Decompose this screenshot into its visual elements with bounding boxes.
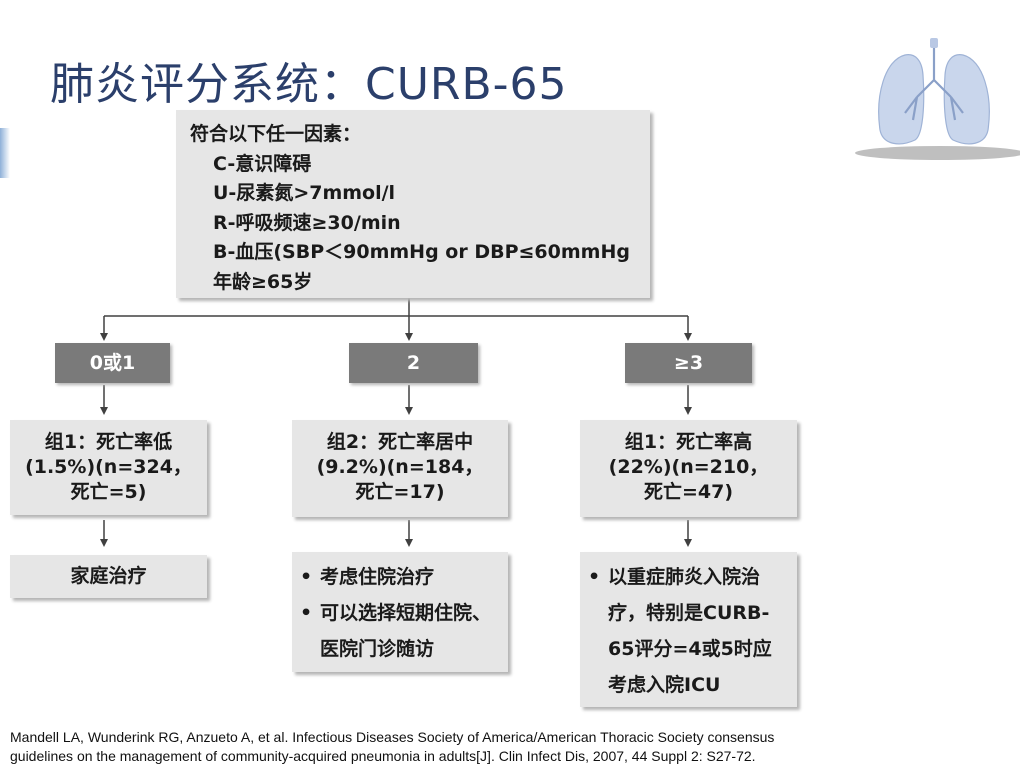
group-low-line1: 组1：死亡率低: [44, 431, 173, 453]
citation-footer: Mandell LA, Wunderink RG, Anzueto A, et …: [10, 728, 1010, 766]
criteria-box: 符合以下任一因素： C-意识障碍 U-尿素氮>7mmol/l R-呼吸频速≥30…: [176, 110, 650, 298]
score-box-3-plus: ≥3: [625, 343, 752, 383]
score-box-0-1: 0或1: [55, 343, 170, 383]
left-accent-bar: [0, 128, 10, 178]
group-box-mid: 组2：死亡率居中 (9.2%)(n=184， 死亡=17): [292, 420, 508, 517]
bullet-icon: •: [300, 566, 313, 588]
group-mid-line2: (9.2%)(n=184，: [316, 456, 484, 478]
recommendation-mid-text: 可以选择短期住院、医院门诊随访: [320, 602, 492, 660]
criteria-item-r: R-呼吸频速≥30/min: [213, 211, 401, 234]
group-high-line3: 死亡=47): [643, 481, 734, 503]
recommendation-mid-text: 考虑住院治疗: [320, 566, 435, 588]
criteria-item-c: C-意识障碍: [213, 152, 312, 175]
score-box-2: 2: [349, 343, 478, 383]
criteria-heading: 符合以下任一因素：: [190, 123, 362, 145]
citation-line-2: guidelines on the management of communit…: [10, 748, 756, 764]
group-mid-line3: 死亡=17): [355, 481, 445, 503]
group-low-line2: (1.5%)(n=324，: [25, 456, 192, 478]
recommendation-box-mid: • 考虑住院治疗 • 可以选择短期住院、医院门诊随访: [292, 552, 508, 672]
group-box-high: 组1：死亡率高 (22%)(n=210， 死亡=47): [580, 420, 797, 517]
recommendation-mid-item: • 可以选择短期住院、医院门诊随访: [300, 595, 500, 667]
group-mid-line1: 组2：死亡率居中: [326, 431, 474, 453]
criteria-item-b: B-血压(SBP＜90mmHg or DBP≤60mmHg: [213, 241, 630, 263]
group-high-line2: (22%)(n=210，: [608, 456, 769, 478]
recommendation-high-item: • 以重症肺炎入院治疗，特别是CURB-65评分=4或5时应考虑入院ICU: [588, 559, 789, 703]
group-low-line3: 死亡=5): [70, 481, 147, 503]
recommendation-mid-item: • 考虑住院治疗: [300, 559, 500, 595]
lungs-icon: [855, 38, 1020, 160]
recommendation-high-text: 以重症肺炎入院治疗，特别是CURB-65评分=4或5时应考虑入院ICU: [608, 566, 772, 696]
bullet-icon: •: [588, 566, 601, 588]
group-box-low: 组1：死亡率低 (1.5%)(n=324， 死亡=5): [10, 420, 207, 515]
citation-line-1: Mandell LA, Wunderink RG, Anzueto A, et …: [10, 729, 775, 745]
bullet-icon: •: [300, 602, 313, 624]
group-high-line1: 组1：死亡率高: [624, 431, 753, 453]
recommendation-box-low: 家庭治疗: [10, 555, 207, 598]
recommendation-box-high: • 以重症肺炎入院治疗，特别是CURB-65评分=4或5时应考虑入院ICU: [580, 552, 797, 707]
criteria-item-age: 年龄≥65岁: [213, 270, 313, 293]
page-title: 肺炎评分系统：CURB-65: [50, 59, 568, 110]
criteria-item-u: U-尿素氮>7mmol/l: [213, 182, 396, 204]
